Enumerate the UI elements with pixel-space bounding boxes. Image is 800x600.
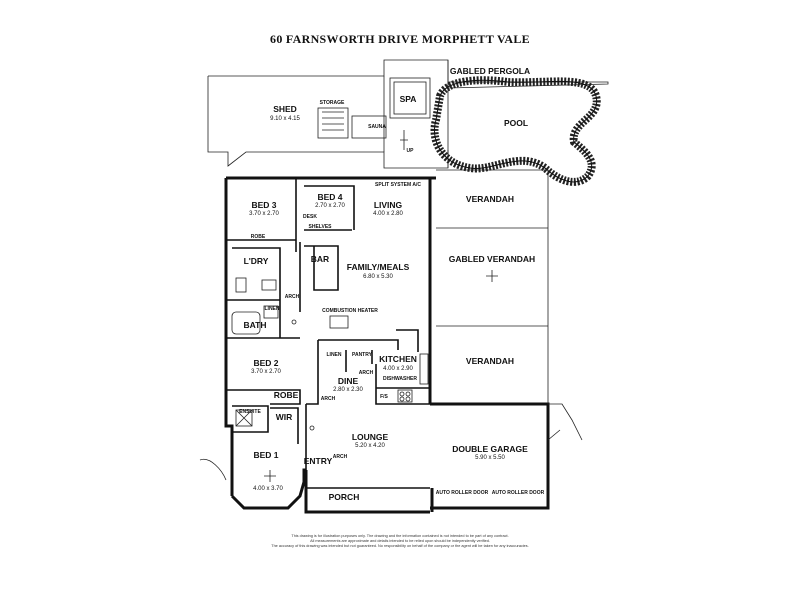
bed1-label: BED 1 bbox=[253, 450, 278, 460]
plan-title: 60 FARNSWORTH DRIVE MORPHETT VALE bbox=[270, 32, 530, 46]
bath-label: BATH bbox=[244, 320, 267, 330]
kitchen-dims: 4.00 x 2.90 bbox=[383, 366, 413, 372]
bed3-label: BED 3 bbox=[251, 200, 276, 210]
bed4-dims: 2.70 x 2.70 bbox=[315, 203, 345, 209]
disclaimer-line: This drawing is for illustration purpose… bbox=[291, 534, 509, 538]
lounge-label: LOUNGE bbox=[352, 432, 389, 442]
linen-label: LINEN bbox=[265, 306, 280, 312]
robe-top-label: ROBE bbox=[251, 234, 266, 240]
desk-label: DESK bbox=[303, 214, 317, 220]
living-dims: 4.00 x 2.80 bbox=[373, 211, 403, 217]
bed4-label: BED 4 bbox=[317, 192, 342, 202]
shelves-label: SHELVES bbox=[309, 224, 333, 230]
shed-label: SHED bbox=[273, 104, 297, 114]
wir-label: WIR bbox=[276, 412, 293, 422]
family-meals-label: FAMILY/MEALS bbox=[347, 262, 410, 272]
arch-label-4: ARCH bbox=[333, 454, 348, 460]
double-garage-label: DOUBLE GARAGE bbox=[452, 444, 528, 454]
linen2-label: LINEN bbox=[327, 352, 342, 358]
up-label: UP bbox=[407, 148, 415, 154]
bed3-dims: 3.70 x 2.70 bbox=[249, 211, 279, 217]
split-system-label: SPLIT SYSTEM A/C bbox=[375, 182, 421, 188]
dine-dims: 2.80 x 2.30 bbox=[333, 387, 363, 393]
pool-label: POOL bbox=[504, 118, 528, 128]
fs-label: F/S bbox=[380, 394, 388, 400]
house-walls bbox=[224, 176, 550, 514]
family-meals-dims: 6.80 x 5.30 bbox=[363, 274, 393, 280]
bed2-dims: 3.70 x 2.70 bbox=[251, 369, 281, 375]
arch-label-2: ARCH bbox=[359, 370, 374, 376]
double-garage-dims: 5.90 x 5.50 bbox=[475, 455, 505, 461]
arch-label-3: ARCH bbox=[321, 396, 336, 402]
auto-roller-door-2: AUTO ROLLER DOOR bbox=[492, 490, 545, 496]
interior-walls bbox=[226, 178, 430, 489]
auto-roller-door-1: AUTO ROLLER DOOR bbox=[436, 490, 489, 496]
bar-label: BAR bbox=[311, 254, 329, 264]
porch-label: PORCH bbox=[329, 492, 360, 502]
verandah-bottom-label: VERANDAH bbox=[466, 356, 514, 366]
pool-outline bbox=[430, 76, 601, 186]
bed2-label: BED 2 bbox=[253, 358, 278, 368]
robe-bottom-label: ROBE bbox=[274, 390, 299, 400]
verandah-outline bbox=[199, 169, 583, 481]
dishwasher-label: DISHWASHER bbox=[383, 376, 417, 382]
entry-label: ENTRY bbox=[304, 456, 333, 466]
arch-label-1: ARCH bbox=[285, 294, 300, 300]
fixtures bbox=[231, 270, 498, 482]
gabled-verandah-label: GABLED VERANDAH bbox=[449, 254, 535, 264]
spa-label: SPA bbox=[400, 94, 417, 104]
verandah-top-label: VERANDAH bbox=[466, 194, 514, 204]
lounge-dims: 5.20 x 4.20 bbox=[355, 443, 385, 449]
ensuite-label: ENSUITE bbox=[239, 409, 261, 415]
disclaimer-line: All measurements are approximate and det… bbox=[310, 539, 490, 543]
bed1-dims: 4.00 x 3.70 bbox=[253, 486, 283, 492]
storage-label: STORAGE bbox=[320, 100, 345, 106]
disclaimer-line: The accuracy of this drawing was intende… bbox=[271, 544, 529, 548]
outdoor-structures bbox=[207, 59, 609, 169]
living-label: LIVING bbox=[374, 200, 403, 210]
ldry-label: L'DRY bbox=[244, 256, 269, 266]
dine-label: DINE bbox=[338, 376, 359, 386]
disclaimer: This drawing is for illustration purpose… bbox=[230, 534, 570, 549]
kitchen-label: KITCHEN bbox=[379, 354, 417, 364]
combustion-heater-label: COMBUSTION HEATER bbox=[322, 308, 378, 314]
sauna-label: SAUNA bbox=[368, 124, 386, 130]
shed-dims: 9.10 x 4.15 bbox=[270, 116, 300, 122]
pantry-label: PANTRY bbox=[352, 352, 373, 358]
gabled-pergola-label: GABLED PERGOLA bbox=[450, 66, 530, 76]
